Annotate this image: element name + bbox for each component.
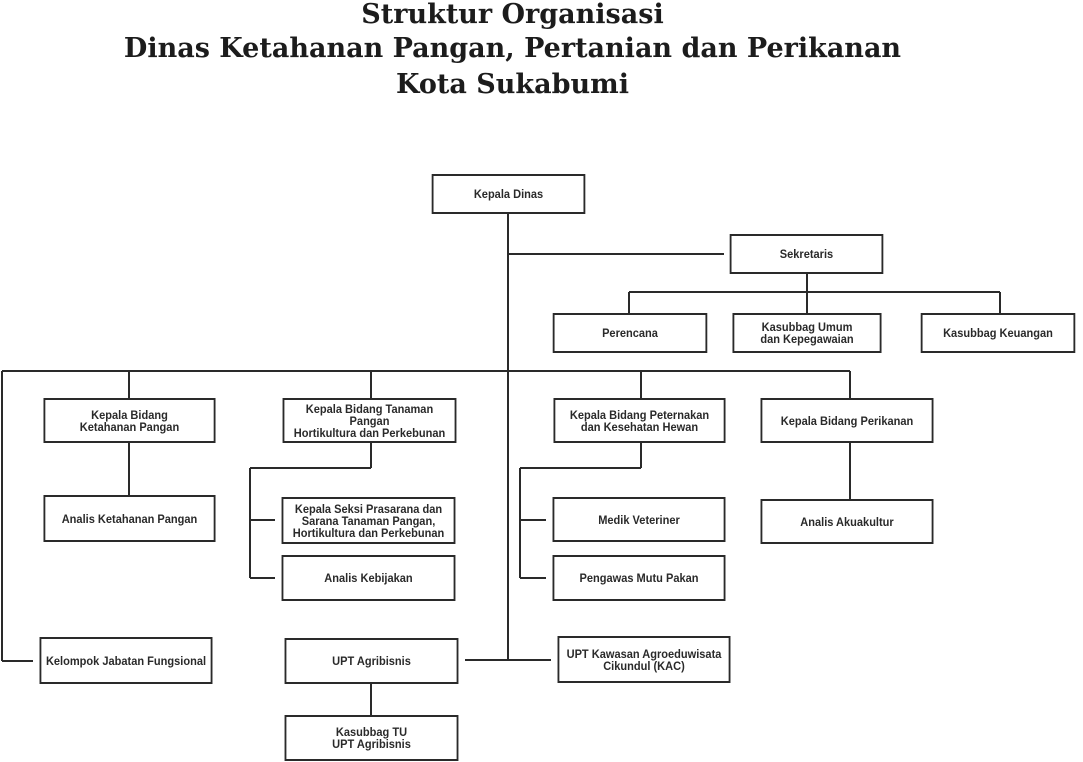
node-kabid-perikanan: Kepala Bidang Perikanan [760,398,934,443]
node-kepala-dinas: Kepala Dinas [431,174,586,214]
node-label: Analis Akuakultur [800,514,894,529]
node-kabid-tanaman: Kepala Bidang Tanaman Pangan Hortikultur… [282,398,457,443]
node-label: Medik Veteriner [598,512,680,527]
node-analis-ketahanan: Analis Ketahanan Pangan [43,495,216,542]
node-label: Kepala Bidang Perikanan [780,413,914,428]
node-label: Kepala Bidang Peternakan dan Kesehatan H… [569,407,710,434]
node-sekretaris: Sekretaris [729,234,884,274]
node-label: Perencana [602,326,658,340]
node-label: Pengawas Mutu Pakan [579,571,699,585]
node-label: UPT Agribisnis [332,654,411,668]
node-upt-kac: UPT Kawasan Agroeduwisata Cikundul (KAC) [557,636,731,683]
node-kasubbag-umum: Kasubbag Umum dan Kepegawaian [732,313,882,353]
node-label: Analis Kebijakan [324,571,413,585]
node-analis-kebijakan: Analis Kebijakan [281,555,456,601]
node-kasubbag-keuangan: Kasubbag Keuangan [920,313,1076,353]
node-kasubbag-tu: Kasubbag TU UPT Agribisnis [284,715,459,761]
node-label: UPT Kawasan Agroeduwisata Cikundul (KAC) [566,646,722,673]
node-medik-veteriner: Medik Veteriner [552,497,726,542]
node-kabid-ketahanan: Kepala Bidang Ketahanan Pangan [43,398,216,443]
node-analis-akuakultur: Analis Akuakultur [760,499,934,544]
node-perencana: Perencana [552,313,708,353]
node-kelompok-jabatan: Kelompok Jabatan Fungsional [39,637,213,684]
chart-title-line-3: Kota Sukabumi [396,69,629,100]
chart-title-line-2: Dinas Ketahanan Pangan, Pertanian dan Pe… [123,33,902,64]
node-label: Analis Ketahanan Pangan [61,511,198,526]
node-label: Kepala Bidang Ketahanan Pangan [79,407,180,434]
node-label: Kepala Dinas [473,187,544,201]
node-label: Kelompok Jabatan Fungsional [45,653,207,668]
node-pengawas-mutu: Pengawas Mutu Pakan [552,555,726,601]
node-label: Kasubbag TU UPT Agribisnis [332,725,411,751]
chart-title-line-1: Struktur Organisasi [361,0,664,30]
node-label: Kepala Seksi Prasarana dan Sarana Tanama… [292,501,445,540]
node-upt-agribisnis: UPT Agribisnis [284,638,459,684]
node-kabid-peternakan: Kepala Bidang Peternakan dan Kesehatan H… [553,398,726,443]
node-kasi-prasarana: Kepala Seksi Prasarana dan Sarana Tanama… [281,497,456,544]
node-label: Kasubbag Umum dan Kepegawaian [760,320,854,346]
node-label: Kepala Bidang Tanaman Pangan Hortikultur… [293,401,446,440]
node-label: Kasubbag Keuangan [943,326,1053,340]
node-label: Sekretaris [779,247,834,261]
